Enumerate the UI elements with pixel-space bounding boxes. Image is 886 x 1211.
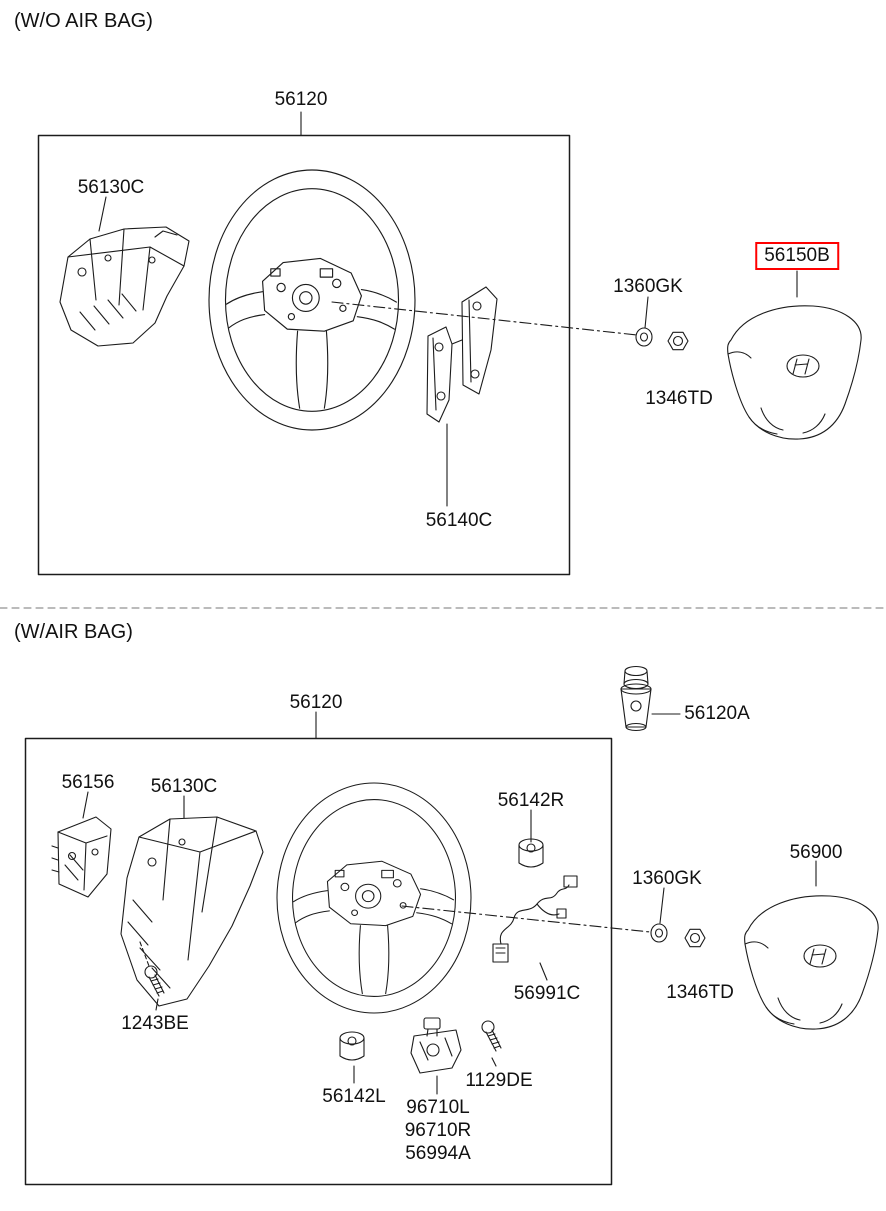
airbag-module-drawing-56900 xyxy=(744,895,879,1030)
switch-assembly-drawing-96710 xyxy=(410,1017,462,1074)
module-drawing-56156 xyxy=(51,816,112,898)
steering-wheel-drawing-top xyxy=(208,169,416,431)
column-cover-drawing-bottom xyxy=(120,816,264,1007)
bracket-drawing-56140c xyxy=(426,286,498,423)
part-label-96710l[interactable]: 96710L xyxy=(406,1097,470,1118)
screw-drawing-1129de xyxy=(481,1020,502,1052)
part-label-56994a[interactable]: 56994A xyxy=(405,1143,471,1164)
part-label-56120a[interactable]: 56120A xyxy=(684,703,750,724)
part-label-56900[interactable]: 56900 xyxy=(789,842,843,863)
part-label-56142l[interactable]: 56142L xyxy=(322,1086,386,1107)
nut-drawing-bottom xyxy=(684,928,706,948)
part-label-1129de[interactable]: 1129DE xyxy=(465,1070,533,1091)
part-label-1360gk-bottom[interactable]: 1360GK xyxy=(632,868,702,889)
part-label-1346td-top[interactable]: 1346TD xyxy=(645,388,713,409)
washer-drawing-top xyxy=(635,327,653,347)
leader-lines-top xyxy=(98,111,798,507)
washer-drawing-bottom xyxy=(650,923,668,943)
part-label-56120-bottom[interactable]: 56120 xyxy=(289,692,343,713)
part-label-56130c-top[interactable]: 56130C xyxy=(77,177,145,198)
part-label-56130c-bottom[interactable]: 56130C xyxy=(150,776,218,797)
part-label-56150b-highlighted[interactable]: 56150B xyxy=(755,242,839,270)
part-label-1243be[interactable]: 1243BE xyxy=(121,1013,189,1034)
part-label-96710r[interactable]: 96710R xyxy=(404,1120,472,1141)
leader-lines-bottom xyxy=(82,711,817,1095)
section-title-with-airbag: (W/AIR BAG) xyxy=(14,621,133,643)
part-label-56142r[interactable]: 56142R xyxy=(497,790,565,811)
assembly-box-top xyxy=(37,134,571,576)
part-label-56120-top[interactable]: 56120 xyxy=(274,89,328,110)
horn-pad-drawing-56150b xyxy=(727,305,862,440)
part-label-1360gk-top[interactable]: 1360GK xyxy=(613,276,683,297)
nut-drawing-top xyxy=(667,331,689,351)
assembly-box-bottom xyxy=(24,737,613,1186)
part-label-56991c[interactable]: 56991C xyxy=(513,983,581,1004)
section-title-without-airbag: (W/O AIR BAG) xyxy=(14,10,153,32)
remote-switch-drawing-56142r xyxy=(518,838,544,868)
remote-switch-drawing-56142l xyxy=(339,1031,365,1061)
steering-wheel-drawing-bottom xyxy=(276,782,472,1014)
part-label-56140c[interactable]: 56140C xyxy=(425,510,493,531)
harness-drawing-56991c xyxy=(492,875,578,963)
part-label-56156[interactable]: 56156 xyxy=(61,772,115,793)
column-cover-drawing-top xyxy=(59,226,190,347)
part-label-1346td-bottom[interactable]: 1346TD xyxy=(666,982,734,1003)
clip-drawing-56120a xyxy=(620,665,652,732)
